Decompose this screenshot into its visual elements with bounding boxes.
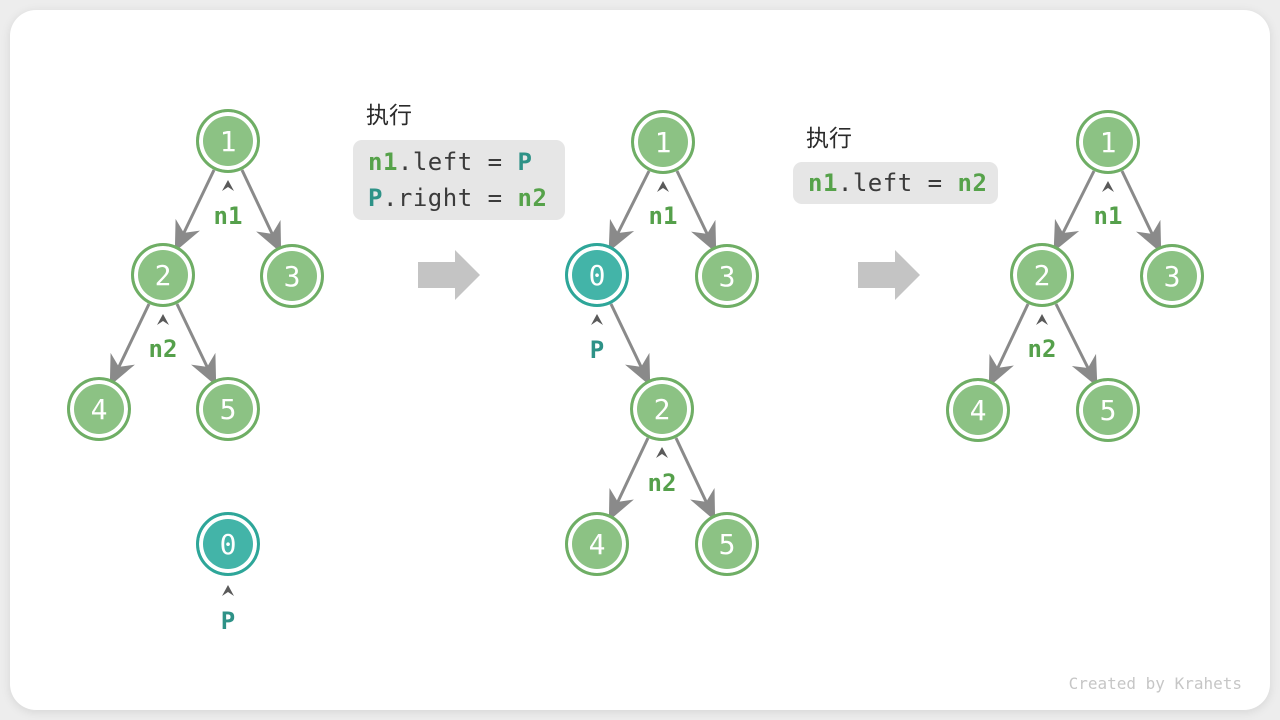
code-token: P [368,184,383,212]
tree1-pointer-n2: n2 [148,335,178,363]
tree3-node-2: 2 [1010,243,1074,307]
tree3-pointer-n1: n1 [1093,202,1123,230]
canvas-card [10,10,1270,710]
tree3-node-4: 4 [946,378,1010,442]
node-value: 0 [219,527,237,561]
node-value: 3 [718,259,736,293]
tree1-node-2: 2 [131,243,195,307]
code-block-1: n1.left = P P.right = n2 [353,140,565,220]
node-value: 5 [1099,393,1117,427]
tree1-node-3: 3 [260,244,324,308]
tree2-pointer-n2: n2 [647,469,677,497]
node-value: 2 [1033,258,1051,292]
tree2-pointer-n1: n1 [648,202,678,230]
code-block-2: n1.left = n2 [793,162,998,204]
node-value: 0 [588,258,606,292]
tree1-pointer-p: P [220,607,236,635]
tree3-node-5: 5 [1076,378,1140,442]
tree1-node-5: 5 [196,377,260,441]
tree2-node-1: 1 [631,110,695,174]
node-value: 2 [653,392,671,426]
node-value: 3 [283,259,301,293]
tree2-node-2: 2 [630,377,694,441]
tree1-node-1: 1 [196,109,260,173]
node-value: 3 [1163,259,1181,293]
tree2-node-0-p: 0 [565,243,629,307]
node-value: 5 [219,392,237,426]
node-value: 4 [969,393,987,427]
code-line: P.right = n2 [368,180,565,216]
code-line: n1.left = n2 [808,165,998,201]
code-token: .right = [382,184,518,212]
code-token: n2 [957,169,988,197]
code-token: .left = [837,169,958,197]
node-value: 4 [90,392,108,426]
code-line: n1.left = P [368,144,565,180]
code-token: n2 [517,184,548,212]
node-value: 2 [154,258,172,292]
watermark-credit: Created by Krahets [1068,674,1242,693]
tree2-pointer-p: P [589,336,605,364]
node-value: 1 [654,125,672,159]
code-token: .left = [397,148,518,176]
code-token: P [517,148,533,176]
node-value: 1 [219,124,237,158]
node-value: 4 [588,527,606,561]
code-token: n1 [808,169,838,197]
tree1-node-0-p: 0 [196,512,260,576]
tree2-node-5: 5 [695,512,759,576]
node-value: 1 [1099,125,1117,159]
node-value: 5 [718,527,736,561]
tree2-node-3: 3 [695,244,759,308]
code-token: n1 [368,148,398,176]
execute-label-2: 执行 [806,126,852,152]
tree3-node-3: 3 [1140,244,1204,308]
execute-label-1: 执行 [366,103,412,129]
tree3-pointer-n2: n2 [1027,335,1057,363]
tree3-node-1: 1 [1076,110,1140,174]
tree1-node-4: 4 [67,377,131,441]
tree2-node-4: 4 [565,512,629,576]
tree1-pointer-n1: n1 [213,202,243,230]
